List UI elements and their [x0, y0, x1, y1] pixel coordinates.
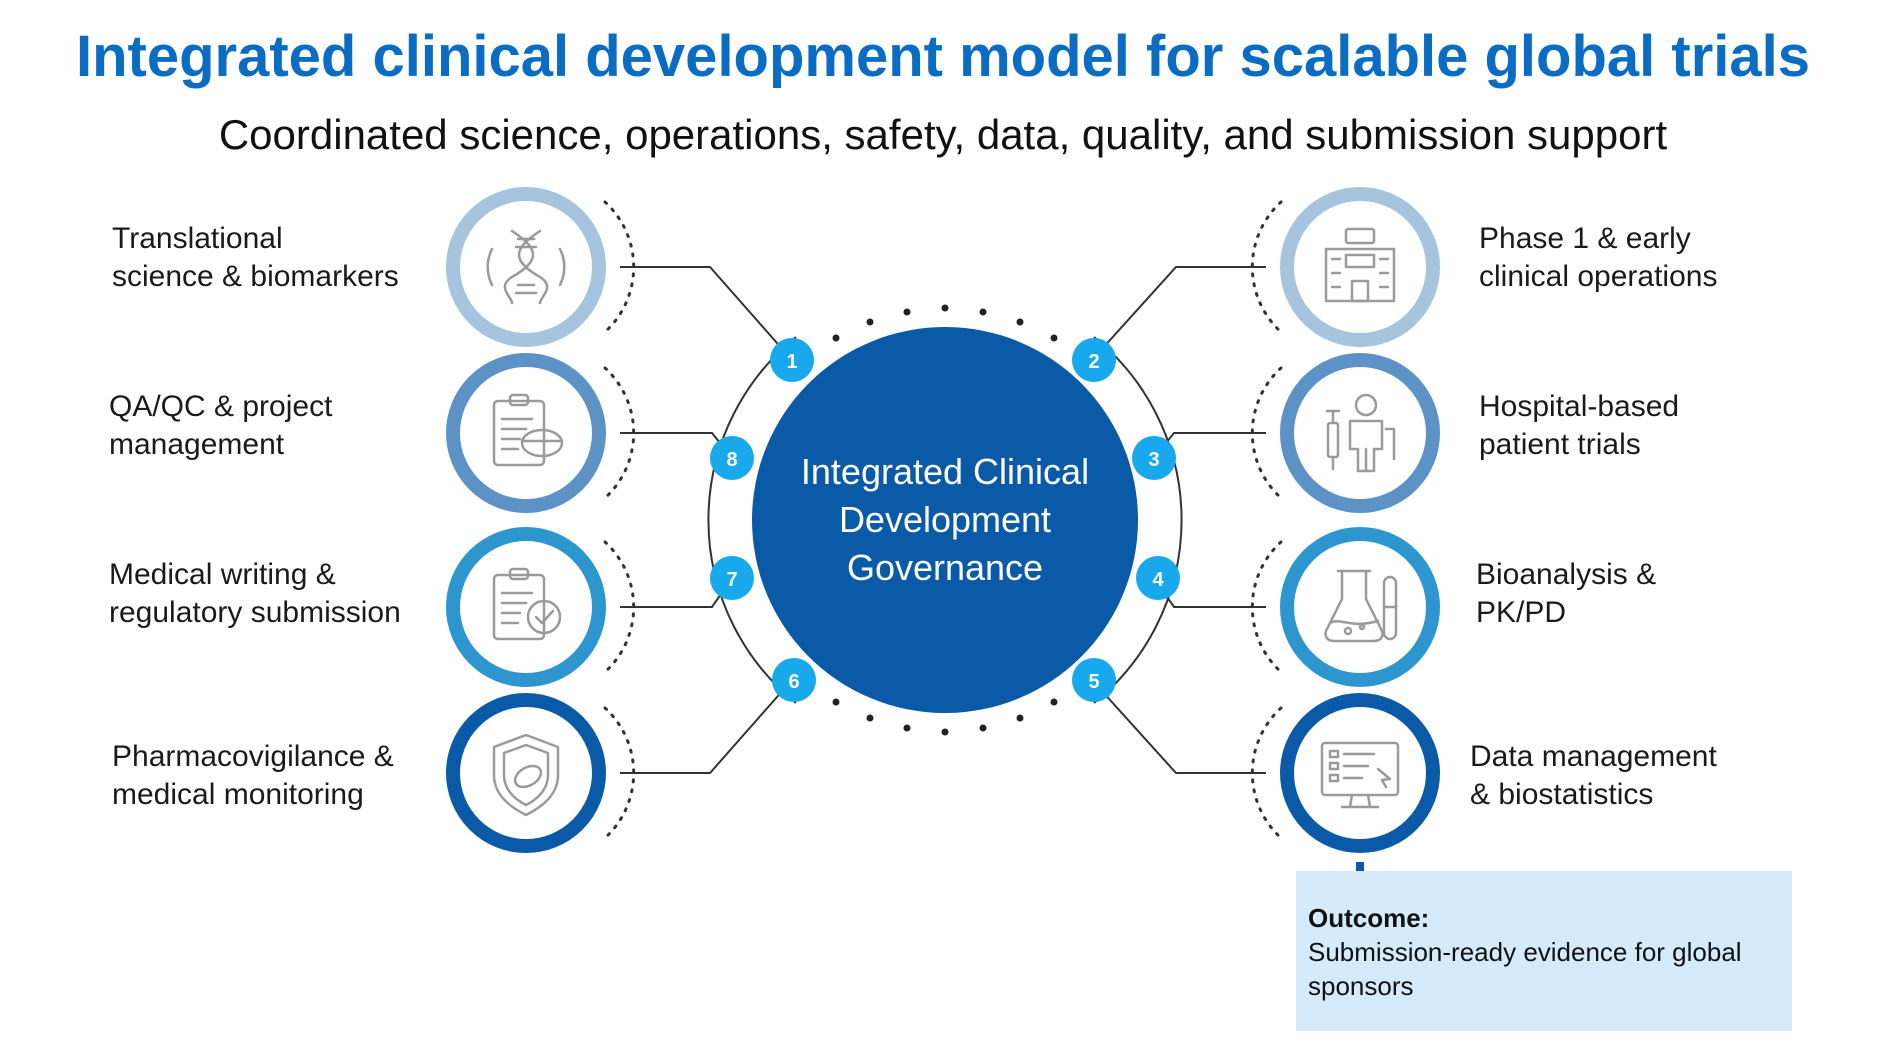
badge-1: 1 [770, 338, 814, 382]
connector-6 [620, 679, 793, 774]
badge-5-number: 5 [1088, 671, 1099, 693]
patient-syringe-icon [1325, 393, 1396, 473]
outcome-box: Outcome: Submission-ready evidence for g… [1296, 871, 1792, 1031]
badge-7: 7 [710, 556, 754, 600]
node-label-4-line1: Bioanalysis & [1476, 558, 1657, 591]
node-label-8: QA/QC & project management [109, 388, 332, 464]
node-label-6-line1: Pharmacovigilance & [112, 740, 394, 773]
badge-3: 3 [1132, 436, 1176, 480]
center-circle [752, 327, 1138, 713]
ring-8 [446, 353, 606, 513]
ring-5 [1280, 693, 1440, 853]
center-label: Integrated Clinical Development Governan… [760, 448, 1130, 592]
badge-4: 4 [1136, 556, 1180, 600]
connector-2 [1091, 266, 1266, 361]
center-label-line3: Governance [846, 547, 1044, 588]
badge-8: 8 [710, 436, 754, 480]
node-label-7-line2: regulatory submission [109, 596, 401, 629]
ring-7 [446, 527, 606, 687]
badge-3-number: 3 [1148, 449, 1159, 471]
shield-pill-icon [492, 733, 560, 817]
outcome-text: Submission-ready evidence for global spo… [1308, 937, 1742, 1001]
ring-6 [446, 693, 606, 853]
node-label-1-line2: science & biomarkers [112, 260, 399, 293]
center-label-line1: Integrated Clinical [800, 451, 1090, 492]
node-label-2-line2: clinical operations [1479, 260, 1718, 293]
ring-dot-arcs [603, 200, 1283, 840]
node-label-4-line2: PK/PD [1476, 596, 1567, 629]
number-badges: 1 2 3 4 5 6 7 8 [710, 338, 1180, 702]
node-label-3-line2: patient trials [1479, 428, 1641, 461]
node-label-6-line2: medical monitoring [112, 778, 364, 811]
ring-3 [1280, 353, 1440, 513]
top-dot-arc [832, 304, 1058, 342]
node-label-1: Translational science & biomarkers [112, 220, 399, 296]
badge-2-number: 2 [1088, 351, 1099, 373]
dna-icon [486, 229, 566, 305]
icon-rings [446, 187, 1440, 853]
node-label-4: Bioanalysis & PK/PD [1476, 556, 1656, 632]
outcome-title: Outcome: [1308, 903, 1430, 933]
node-label-5-line1: Data management [1470, 740, 1717, 773]
badge-1-number: 1 [786, 351, 797, 373]
badge-8-number: 8 [726, 449, 737, 471]
lab-building-icon [1324, 227, 1396, 303]
node-label-2-line1: Phase 1 & early [1479, 222, 1691, 255]
badge-6: 6 [772, 658, 816, 702]
node-label-8-line2: management [109, 428, 285, 461]
page-subtitle: Coordinated science, operations, safety,… [218, 111, 1668, 158]
clipboard-check-icon [492, 567, 562, 641]
clipboard-pill-icon [492, 393, 564, 467]
node-label-3: Hospital-based patient trials [1479, 388, 1679, 464]
node-label-1-line1: Translational [112, 222, 283, 255]
node-label-2: Phase 1 & early clinical operations [1479, 220, 1717, 296]
connector-5 [1091, 679, 1266, 774]
right-orbit-arc [1093, 336, 1183, 704]
ring-4 [1280, 527, 1440, 687]
badge-4-number: 4 [1152, 569, 1164, 591]
center-label-line2: Development [838, 499, 1052, 540]
node-label-5-line2: & biostatistics [1470, 778, 1654, 811]
connector-1 [620, 266, 793, 361]
node-label-5: Data management & biostatistics [1470, 738, 1717, 814]
node-label-8-line1: QA/QC & project [109, 390, 333, 423]
page-title: Integrated clinical development model fo… [75, 24, 1811, 89]
node-label-7-line1: Medical writing & [109, 558, 336, 591]
node-label-6: Pharmacovigilance & medical monitoring [112, 738, 394, 814]
badge-6-number: 6 [788, 671, 799, 693]
data-monitor-icon [1320, 741, 1400, 809]
left-orbit-arc [707, 336, 797, 704]
bottom-dot-arc [832, 698, 1058, 736]
lab-flask-icon [1324, 569, 1398, 643]
badge-2: 2 [1072, 338, 1116, 382]
badge-5: 5 [1072, 658, 1116, 702]
node-label-3-line1: Hospital-based [1479, 390, 1680, 423]
badge-7-number: 7 [726, 569, 737, 591]
node-label-7: Medical writing & regulatory submission [109, 556, 401, 632]
